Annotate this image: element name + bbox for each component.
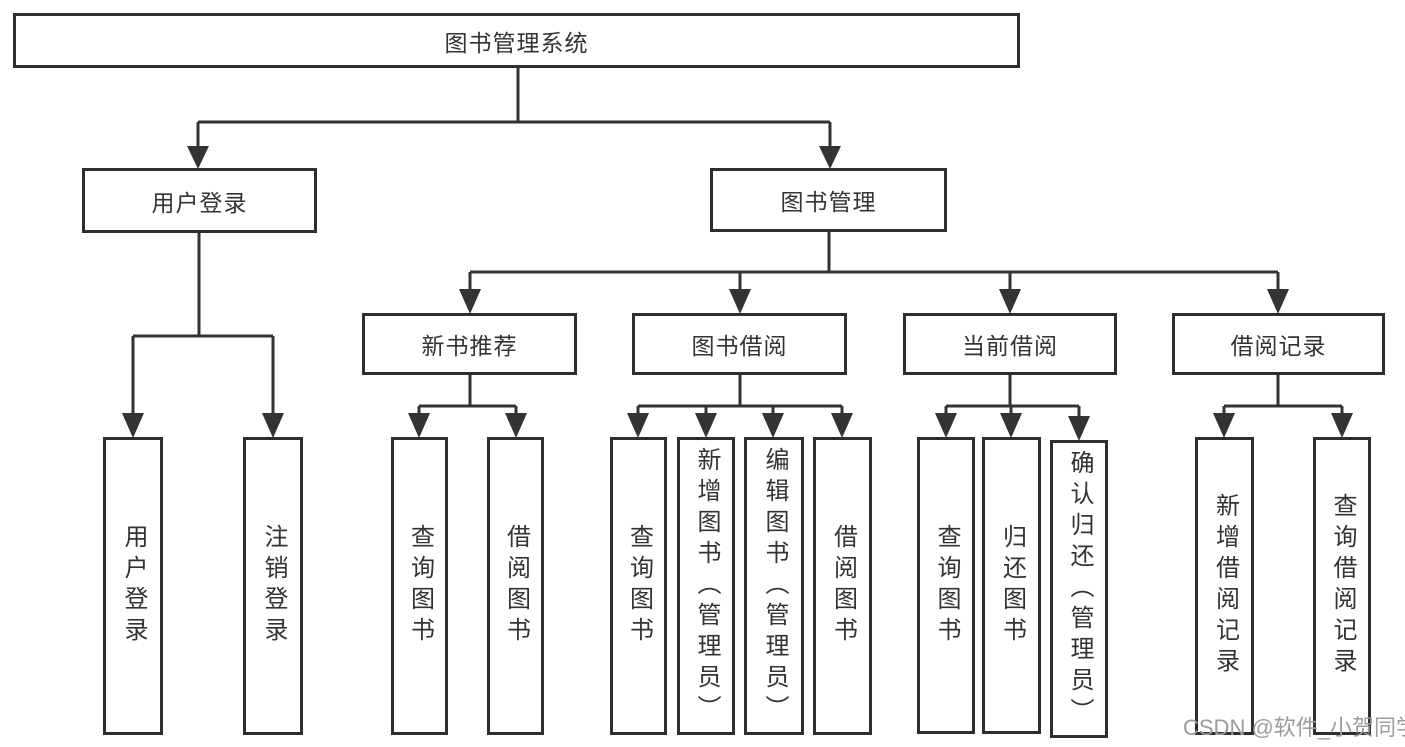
leaf-query-books-current: 查询图书 <box>917 437 975 734</box>
leaf-query-books-recommend: 查询图书 <box>391 437 448 735</box>
leaf-borrow-books-recommend: 借阅图书 <box>487 437 544 735</box>
leaf-label: 编辑图书（管理员） <box>761 446 788 726</box>
leaf-confirm-return-admin: 确认归还（管理员） <box>1050 440 1108 738</box>
node-label: 图书管理系统 <box>444 29 589 56</box>
node-new-book-recommendation: 新书推荐 <box>362 313 577 375</box>
leaf-label: 归还图书 <box>998 523 1026 648</box>
node-borrowing-records: 借阅记录 <box>1172 313 1385 375</box>
watermark: CSDN @软件_小贺同学 <box>1183 715 1405 740</box>
node-label: 当前借阅 <box>962 333 1058 359</box>
node-label: 图书管理 <box>780 189 877 215</box>
node-user-login: 用户登录 <box>82 168 317 233</box>
leaf-query-borrow-record: 查询借阅记录 <box>1313 437 1371 735</box>
node-label: 图书借阅 <box>691 333 788 359</box>
node-library-management-system: 图书管理系统 <box>13 13 1020 68</box>
leaf-label: 查询借阅记录 <box>1329 493 1356 679</box>
leaf-query-books-borrowing: 查询图书 <box>610 437 667 735</box>
leaf-edit-books-admin: 编辑图书（管理员） <box>744 437 804 735</box>
leaf-label: 新增图书（管理员） <box>693 446 720 726</box>
leaf-label: 查询图书 <box>406 524 434 648</box>
node-book-borrowing: 图书借阅 <box>632 313 847 375</box>
leaf-add-borrow-record: 新增借阅记录 <box>1195 437 1254 735</box>
leaf-label: 查询图书 <box>625 524 653 648</box>
leaf-return-books: 归还图书 <box>982 437 1041 734</box>
node-current-borrowing: 当前借阅 <box>903 313 1117 375</box>
leaf-label: 用户登录 <box>120 524 147 648</box>
leaf-label: 查询图书 <box>933 523 960 648</box>
leaf-label: 注销登录 <box>260 524 287 648</box>
leaf-borrow-books-borrowing: 借阅图书 <box>813 437 872 735</box>
node-label: 借阅记录 <box>1230 333 1327 359</box>
leaf-label: 借阅图书 <box>829 524 857 648</box>
node-label: 用户登录 <box>151 189 248 216</box>
node-label: 新书推荐 <box>421 333 518 359</box>
leaf-logout: 注销登录 <box>243 437 303 735</box>
node-book-management: 图书管理 <box>710 168 947 232</box>
leaf-label: 新增借阅记录 <box>1211 493 1239 679</box>
leaf-add-books-admin: 新增图书（管理员） <box>677 437 735 735</box>
leaf-label: 确认归还（管理员） <box>1066 449 1093 729</box>
leaf-user-login: 用户登录 <box>103 437 163 735</box>
leaf-label: 借阅图书 <box>502 524 530 648</box>
